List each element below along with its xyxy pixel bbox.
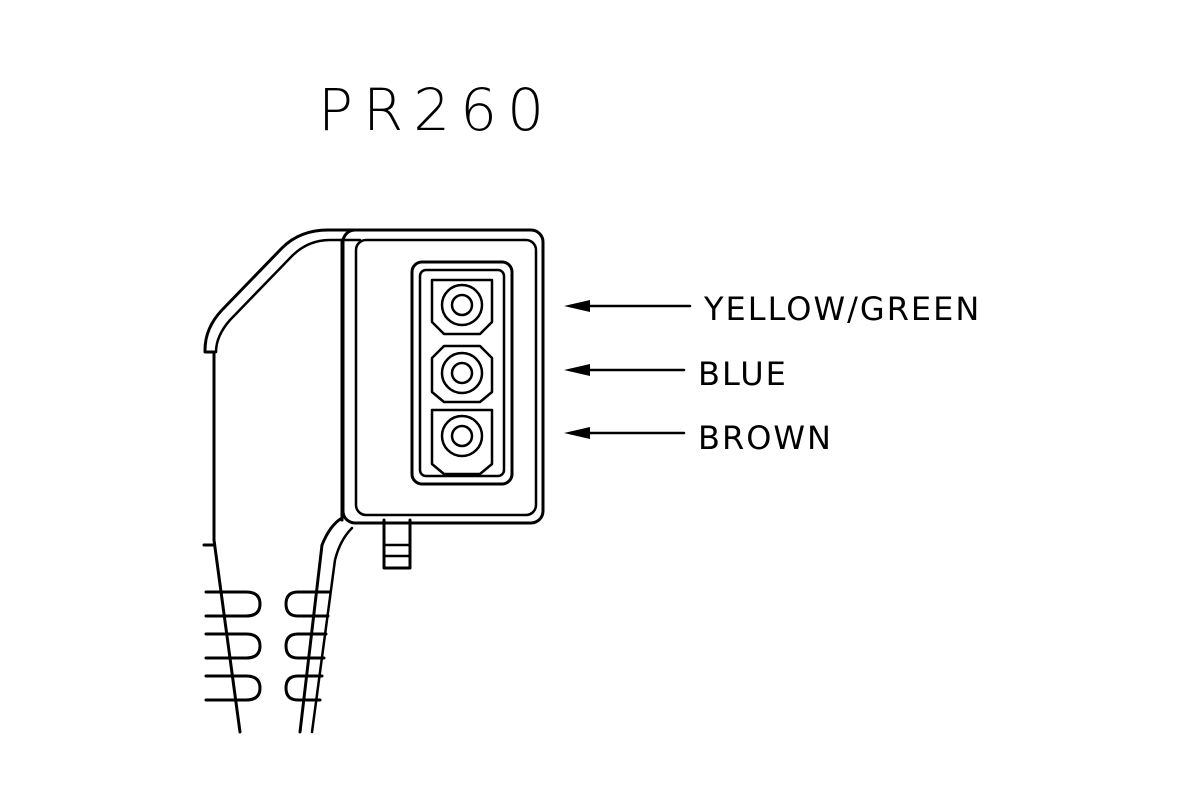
socket-yellow-green bbox=[430, 278, 494, 336]
arrow-yellow-green bbox=[564, 300, 692, 312]
label-blue: BLUE bbox=[698, 355, 788, 393]
label-yellow-green: YELLOW/GREEN bbox=[703, 290, 981, 328]
latch-tab bbox=[382, 518, 412, 570]
grip-ridges-right bbox=[284, 590, 332, 702]
arrow-blue bbox=[564, 364, 686, 376]
socket-brown bbox=[430, 408, 494, 476]
face-plate bbox=[341, 228, 545, 525]
label-brown: BROWN bbox=[698, 419, 833, 457]
grip-ridges-left bbox=[204, 590, 262, 702]
arrow-brown bbox=[564, 427, 686, 439]
diagram-title: PR260 bbox=[318, 76, 554, 144]
socket-blue bbox=[430, 344, 494, 404]
socket-frame bbox=[410, 260, 514, 486]
